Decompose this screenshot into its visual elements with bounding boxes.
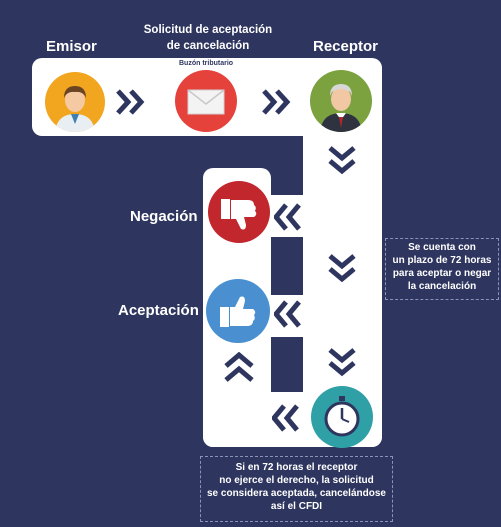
chevron-icon (224, 352, 254, 384)
chevron-icon (272, 404, 302, 432)
chevron-icon (328, 254, 356, 284)
plazo-line-1: Se cuenta con (408, 242, 476, 253)
chevron-icon (274, 300, 304, 328)
request-title: Solicitud de aceptación de cancelación (133, 22, 283, 54)
chevron-icon (328, 146, 356, 176)
tacita-note: Si en 72 horas el receptor no ejerce el … (200, 456, 393, 522)
emisor-avatar (45, 72, 105, 132)
mailbox-circle (175, 70, 237, 132)
chevron-icon (328, 348, 356, 378)
receptor-avatar (310, 70, 372, 132)
envelope-icon (187, 89, 225, 115)
person-icon (55, 86, 95, 132)
stopwatch-icon (324, 396, 360, 437)
chevron-icon (262, 89, 292, 115)
plazo-line-3: para aceptar o negar (392, 268, 492, 279)
plazo-line-2: un plazo de 72 horas (392, 255, 492, 266)
tacita-line-3: se considera aceptada, cancelándose (207, 488, 386, 499)
request-title-line1: Solicitud de aceptación (143, 24, 273, 36)
mailbox-label: Buzón tributario (179, 60, 234, 67)
deny-circle (208, 181, 270, 243)
aceptacion-label: Aceptación (118, 302, 199, 319)
tacita-line-1: Si en 72 horas el receptor (235, 462, 358, 473)
emisor-label: Emisor (46, 38, 97, 55)
chevron-icon (116, 89, 146, 115)
receptor-label: Receptor (313, 38, 379, 55)
elder-person-icon (320, 84, 362, 132)
tacita-line-4: así el CFDI (270, 501, 323, 512)
request-title-line2: de cancelación (166, 40, 250, 52)
thumbs-up-icon (220, 296, 256, 327)
negacion-label: Negación (130, 208, 198, 225)
accept-circle (206, 279, 270, 343)
plazo-note: Se cuenta con un plazo de 72 horas para … (385, 238, 499, 300)
plazo-line-4: la cancelación (407, 281, 477, 292)
thumbs-down-icon (221, 199, 257, 230)
chevron-icon (274, 203, 304, 231)
timer-circle (311, 386, 373, 448)
tacita-line-2: no ejerce el derecho, la solicitud (219, 475, 374, 486)
